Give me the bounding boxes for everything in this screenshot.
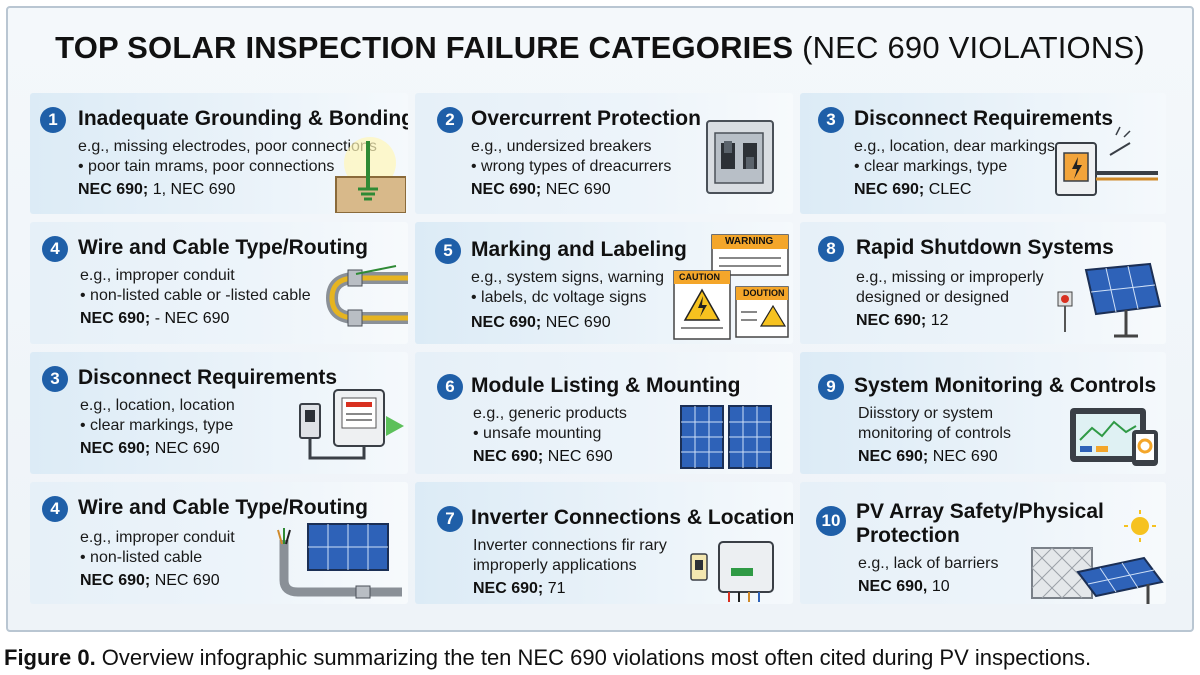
card-title: Disconnect Requirements (78, 366, 338, 389)
card-title: Rapid Shutdown Systems (856, 236, 1114, 259)
nec-reference: NEC 690; 71 (473, 580, 566, 597)
number-badge: 4 (42, 496, 68, 522)
card-wire-routing-a: 4 Wire and Cable Type/Routing e.g., impr… (30, 222, 408, 344)
solar-panel-shutdown-icon (1057, 262, 1162, 338)
card-line: Inverter connections fir rary (473, 537, 667, 554)
warning-label: WARNING (725, 236, 774, 247)
number-badge: 6 (437, 374, 463, 400)
card-line: e.g., undersized breakers (471, 138, 652, 155)
card-title: Module Listing & Mounting (471, 374, 741, 397)
card-line: • labels, dc voltage signs (471, 289, 647, 306)
caution-label: CAUTION (679, 272, 720, 282)
card-title: Wire and Cable Type/Routing (78, 496, 368, 519)
caution-small-sign-icon (735, 286, 789, 338)
infographic-title: TOP SOLAR INSPECTION FAILURE CATEGORIES … (0, 30, 1200, 66)
number-badge: 10 (816, 506, 846, 536)
card-title: System Monitoring & Controls (854, 374, 1157, 397)
card-line: e.g., missing electrodes, poor connectio… (78, 138, 377, 155)
title-bold: TOP SOLAR INSPECTION FAILURE CATEGORIES (55, 30, 794, 65)
caution-small-label: DOUTION (743, 288, 785, 298)
card-line: designed or designed (856, 289, 1010, 306)
card-grounding: 1 Inadequate Grounding & Bonding e.g., m… (30, 93, 408, 214)
figure-caption: Figure 0. Overview infographic summarizi… (4, 645, 1200, 671)
card-module-listing: 6 Module Listing & Mounting e.g., generi… (415, 352, 793, 474)
card-line: • clear markings, type (80, 417, 234, 434)
card-line: • wrong types of dreacurrers (471, 158, 672, 175)
caption-text: Overview infographic summarizing the ten… (95, 645, 1092, 670)
card-line: • non-listed cable (80, 549, 203, 566)
card-line: Diisstory or system (858, 405, 994, 422)
nec-reference: NEC 690, 10 (858, 578, 950, 595)
card-wire-routing-b: 4 Wire and Cable Type/Routing e.g., impr… (30, 482, 408, 604)
nec-reference: NEC 690; NEC 690 (80, 440, 220, 457)
disconnect-switch-icon (1055, 126, 1158, 196)
solar-modules-icon (680, 405, 772, 469)
nec-reference: NEC 690; NEC 690 (473, 448, 613, 465)
card-inverter: 7 Inverter Connections & Location Invert… (415, 482, 793, 604)
number-badge: 7 (437, 506, 463, 532)
card-line: monitoring of controls (858, 425, 1011, 442)
card-line: e.g., improper conduit (80, 267, 235, 284)
number-badge: 4 (42, 236, 68, 262)
card-overcurrent: 2 Overcurrent Protection e.g., undersize… (415, 93, 793, 214)
nec-reference: NEC 690; - NEC 690 (80, 310, 230, 327)
monitoring-screen-icon (1070, 408, 1158, 466)
number-badge: 3 (818, 107, 844, 133)
card-line: e.g., generic products (473, 405, 627, 422)
card-line: • poor tain mrams, poor connections (78, 158, 335, 175)
cable-conduit-icon (325, 265, 408, 327)
number-badge: 3 (42, 366, 68, 392)
breaker-panel-icon (706, 120, 774, 194)
card-line: • unsafe mounting (473, 425, 602, 442)
card-title: Marking and Labeling (471, 238, 687, 261)
fenced-array-icon (1031, 510, 1164, 604)
card-line: e.g., location, dear markings (854, 138, 1055, 155)
number-badge: 9 (818, 374, 844, 400)
number-badge: 5 (435, 238, 461, 264)
card-array-safety: 10 PV Array Safety/Physical Protection e… (800, 482, 1166, 604)
card-line: e.g., improper conduit (80, 529, 235, 546)
nec-reference: NEC 690; NEC 690 (858, 448, 998, 465)
card-title: Inadequate Grounding & Bonding (78, 107, 408, 130)
warning-sign-icon (711, 234, 789, 276)
nec-reference: NEC 690; NEC 690 (80, 572, 220, 589)
title-light: (NEC 690 VIOLATIONS) (802, 30, 1145, 65)
nec-reference: NEC 690; NEC 690 (471, 181, 611, 198)
card-title: PV Array Safety/Physical (856, 500, 1104, 523)
card-line: e.g., system signs, warning (471, 269, 664, 286)
warning-signs-group: WARNING CAUTION DOUTION (673, 234, 791, 340)
card-disconnect-b: 3 Disconnect Requirements e.g., location… (30, 352, 408, 474)
card-line: • clear markings, type (854, 158, 1008, 175)
card-disconnect-a: 3 Disconnect Requirements e.g., location… (800, 93, 1166, 214)
number-badge: 2 (437, 107, 463, 133)
nec-reference: NEC 690; CLEC (854, 181, 972, 198)
card-marking-labeling: 5 Marking and Labeling e.g., system sign… (415, 222, 793, 344)
card-monitoring: 9 System Monitoring & Controls Diisstory… (800, 352, 1166, 474)
nec-reference: NEC 690; NEC 690 (471, 314, 611, 331)
card-title: Overcurrent Protection (471, 107, 701, 130)
card-rapid-shutdown: 8 Rapid Shutdown Systems e.g., missing o… (800, 222, 1166, 344)
inverter-icon (690, 541, 774, 602)
nec-reference: NEC 690; 12 (856, 312, 949, 329)
panel-cable-icon (277, 523, 402, 599)
card-title-line2: Protection (856, 524, 960, 547)
card-title: Wire and Cable Type/Routing (78, 236, 368, 259)
card-line: e.g., location, location (80, 397, 235, 414)
ground-rod-icon (335, 137, 406, 213)
nec-reference: NEC 690; 1, NEC 690 (78, 181, 236, 198)
number-badge: 8 (818, 236, 844, 262)
card-line: improperly applications (473, 557, 637, 574)
card-line: • non-listed cable or -listed cable (80, 287, 311, 304)
disconnect-box-icon (299, 389, 404, 460)
card-title: Disconnect Requirements (854, 107, 1114, 130)
card-title: Inverter Connections & Location (471, 506, 793, 529)
card-line: e.g., lack of barriers (858, 555, 999, 572)
caution-sign-icon (673, 270, 731, 340)
card-line: e.g., missing or improperly (856, 269, 1044, 286)
caption-label: Figure 0. (4, 645, 96, 670)
number-badge: 1 (40, 107, 66, 133)
